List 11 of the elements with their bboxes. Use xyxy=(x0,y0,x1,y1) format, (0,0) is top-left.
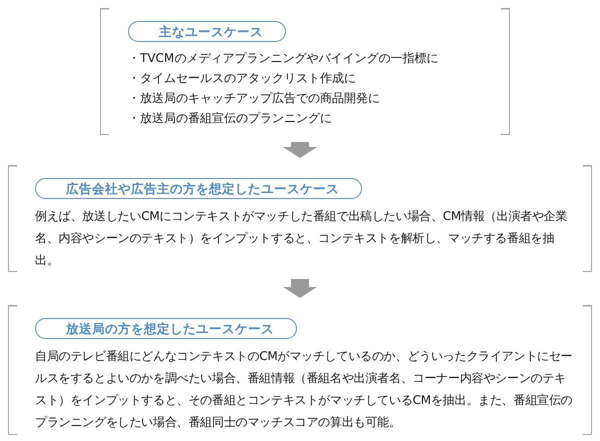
bullet-item: ・タイムセールスのアタックリスト作成に xyxy=(128,70,357,87)
bullet-item: ・TVCMのメディアプランニングやバイイングの一指標に xyxy=(128,50,440,67)
down-arrow xyxy=(283,279,317,298)
bullet-item: ・放送局のキャッチアップ広告での商品開発に xyxy=(128,90,381,107)
body-text: 自局のテレビ番組にどんなコンテキストのCMがマッチしているのか、どういったクライアントにセールスをするとよいのかを調べたい場合、番組情報（番組名や出演者名、コーナー内容やシーンのテキスト）をインプットすると、その番組とコンテキストがマッチしているCMを抽出。また、番組宣伝のプランニングをしたい場合、番組同士のマッチスコアの算出も可能。 xyxy=(35,348,573,431)
down-arrow xyxy=(283,142,317,158)
bullet-item: ・放送局の番組宣伝のプランニングに xyxy=(128,110,333,127)
heading-pill: 広告会社や広告主の方を想定したユースケース xyxy=(35,178,362,199)
heading-pill: 主なユースケース xyxy=(128,21,286,42)
body-text: 例えば、放送したいCMにコンテキストがマッチした番組で出稿したい場合、CM情報（出演者や企業名、内容やシーンのテキスト）をインプットすると、コンテキストを解析し、マッチする番組を抽出。 xyxy=(35,208,568,269)
heading-pill: 放送局の方を想定したユースケース xyxy=(35,318,297,339)
